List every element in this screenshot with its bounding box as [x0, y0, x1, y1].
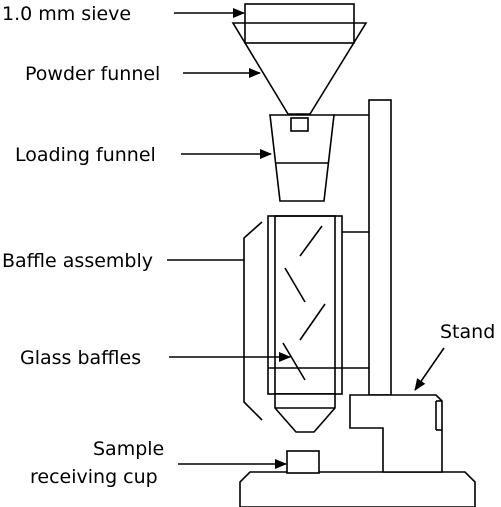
sample-receiving-cup — [286, 450, 320, 474]
baffle-assembly — [267, 215, 343, 433]
label-loading-funnel: Loading funnel — [15, 144, 156, 166]
label-glass-baffles: Glass baffles — [20, 347, 141, 369]
label-stand: Stand — [440, 321, 495, 343]
loading-funnel — [269, 114, 335, 202]
glass-baffles — [282, 225, 326, 381]
label-baffle-assembly: Baffle assembly — [2, 250, 153, 272]
stand — [334, 99, 443, 473]
base-plate — [239, 471, 476, 507]
baffle-assembly-bracket — [243, 221, 263, 421]
stand-pointer — [414, 347, 445, 391]
label-powder-funnel: Powder funnel — [25, 63, 160, 85]
label-sieve: 1.0 mm sieve — [2, 3, 131, 25]
label-cup-line2: receiving cup — [30, 466, 158, 488]
sieve — [244, 3, 355, 44]
label-cup-line1: Sample — [93, 438, 164, 460]
